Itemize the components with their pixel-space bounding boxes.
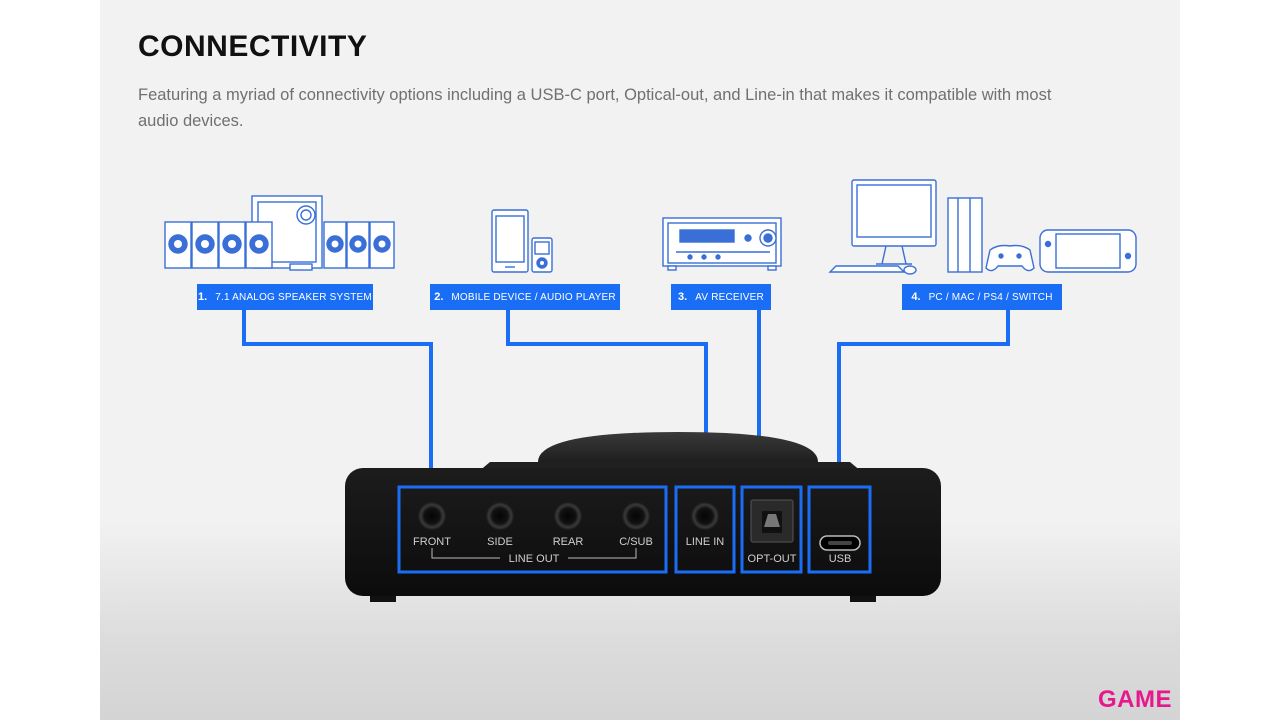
connection-label-text: PC / MAC / PS4 / SWITCH xyxy=(928,291,1053,303)
page-title: CONNECTIVITY xyxy=(138,30,368,63)
rear-label: REAR xyxy=(553,536,584,548)
audio-jacks xyxy=(418,502,719,530)
connection-number: 2. xyxy=(434,291,444,303)
mobile-device-icon xyxy=(491,209,553,273)
av-receiver-icon xyxy=(662,217,782,271)
csub-label: C/SUB xyxy=(619,536,653,548)
line-in-jack xyxy=(691,502,719,530)
front-jack xyxy=(418,502,446,530)
connection-label-text: MOBILE DEVICE / AUDIO PLAYER xyxy=(451,291,616,303)
connection-label-3: 3. AV RECEIVER xyxy=(671,284,771,310)
line-out-label: LINE OUT xyxy=(509,553,560,565)
opt-out-label: OPT-OUT xyxy=(748,553,797,565)
csub-jack xyxy=(622,502,650,530)
connection-label-text: AV RECEIVER xyxy=(695,291,764,303)
connection-label-2: 2. MOBILE DEVICE / AUDIO PLAYER xyxy=(430,284,620,310)
connector-lines xyxy=(242,309,1010,490)
connection-number: 3. xyxy=(678,291,688,303)
usb-c-port xyxy=(819,535,861,551)
connection-label-text: 7.1 ANALOG SPEAKER SYSTEM xyxy=(215,291,372,303)
connection-number: 1. xyxy=(198,291,208,303)
game-logo[interactable]: GAME xyxy=(1098,686,1172,713)
port-highlights xyxy=(397,485,872,574)
line-in-label: LINE IN xyxy=(686,536,725,548)
content-panel xyxy=(100,0,1180,720)
line-out-bracket xyxy=(431,548,637,559)
optical-port xyxy=(750,499,794,543)
connection-label-1: 1. 7.1 ANALOG SPEAKER SYSTEM xyxy=(197,284,373,310)
page-description: Featuring a myriad of connectivity optio… xyxy=(138,86,1052,130)
usb-label: USB xyxy=(829,553,852,565)
connection-label-4: 4. PC / MAC / PS4 / SWITCH xyxy=(902,284,1062,310)
front-label: FRONT xyxy=(413,536,451,548)
side-label: SIDE xyxy=(487,536,513,548)
pc-console-icon xyxy=(828,179,1137,275)
rear-jack xyxy=(554,502,582,530)
speaker-system-icon xyxy=(164,195,395,271)
side-jack xyxy=(486,502,514,530)
connection-number: 4. xyxy=(911,291,921,303)
